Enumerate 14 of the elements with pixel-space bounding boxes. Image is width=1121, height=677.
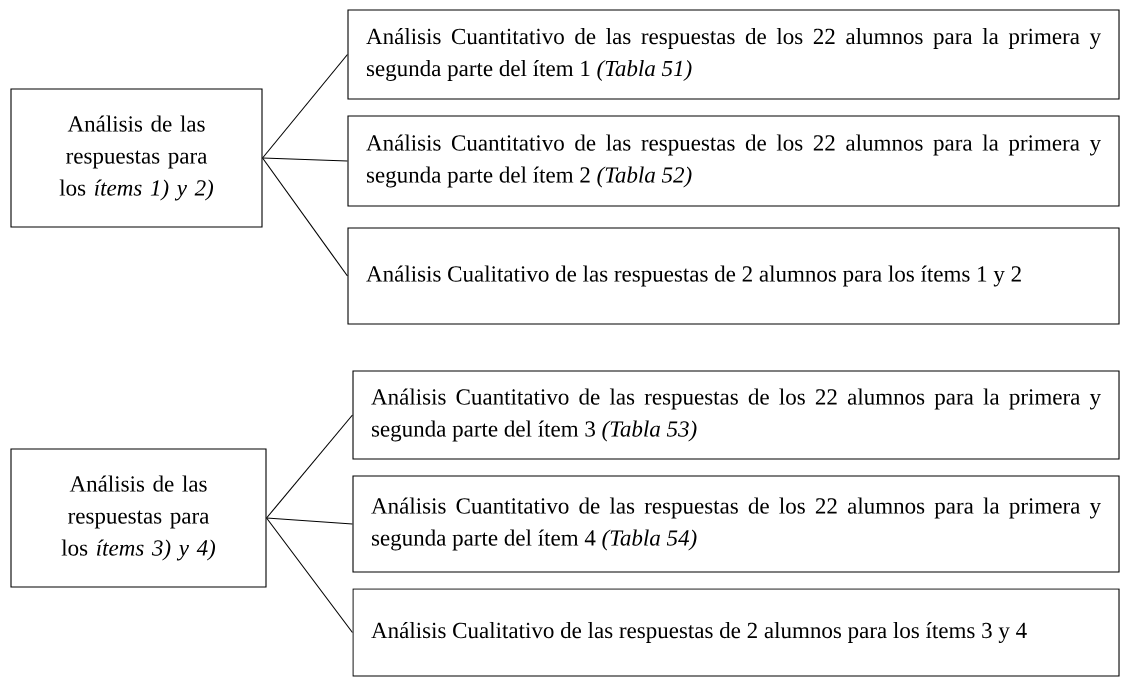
topic-box: Análisis de las respuestas para los ítems 3) y 4) <box>10 448 267 588</box>
analysis-box: Análisis Cuantitativo de las respuestas de los 22 alumnos para la primera y segunda parte del ítem 3 (Tabla 53) <box>352 370 1120 460</box>
connector-line <box>262 157 348 277</box>
topic-box: Análisis de las respuestas para los ítems 1) y 2) <box>10 88 263 228</box>
connector-line <box>262 53 348 159</box>
analysis-box: Análisis Cuantitativo de las respuestas de los 22 alumnos para la primera y segunda parte del ítem 1 (Tabla 51) <box>347 9 1120 100</box>
connector-line <box>266 414 353 519</box>
analysis-box: Análisis Cuantitativo de las respuestas de los 22 alumnos para la primera y segunda parte del ítem 4 (Tabla 54) <box>352 475 1120 573</box>
analysis-box: Análisis Cualitativo de las respuestas de 2 alumnos para los ítems 1 y 2 <box>347 227 1120 325</box>
connector-line <box>266 517 353 525</box>
connector-line <box>262 157 348 162</box>
connector-line <box>266 517 353 634</box>
analysis-box: Análisis Cualitativo de las respuestas de 2 alumnos para los ítems 3 y 4 <box>352 588 1120 677</box>
analysis-box: Análisis Cuantitativo de las respuestas de los 22 alumnos para la primera y segunda parte del ítem 2 (Tabla 52) <box>347 115 1120 207</box>
